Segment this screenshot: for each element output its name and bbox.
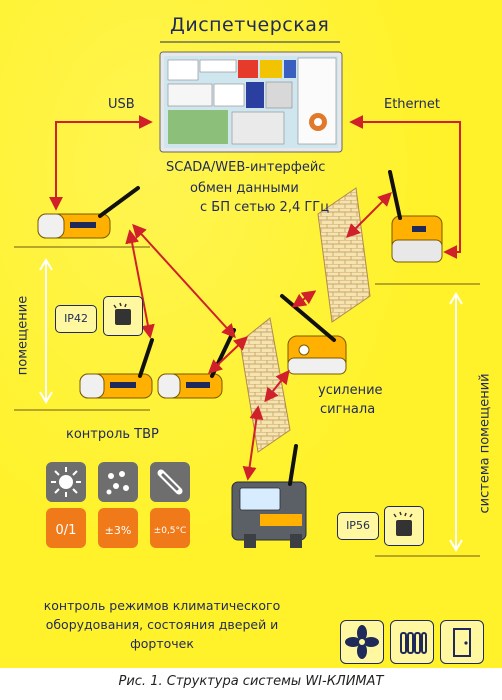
brick-wall-middle — [239, 317, 291, 453]
climate-control-description: контроль режимов климатического оборудов… — [43, 598, 281, 651]
tolerance-text-1: 0/1 — [56, 523, 77, 538]
door-icon — [440, 620, 484, 664]
usb-label: USB — [108, 97, 135, 112]
room-zone-label: помещение — [15, 295, 31, 376]
diagram-graphics — [14, 41, 480, 557]
humidity-tolerance-icon: ±3% — [98, 508, 138, 548]
data-exchange-label-line2: с БП сетью 2,4 ГГц — [200, 200, 330, 215]
enclosure-icon-ip56 — [384, 506, 424, 546]
computer-screen — [159, 51, 343, 153]
repeater-device — [280, 294, 347, 375]
page-title: Диспетчерская — [170, 14, 330, 36]
scada-interface-label: SCADA/WEB-интерфейс — [166, 160, 326, 175]
sensor-device-bottom-left-2 — [157, 328, 236, 399]
thermometer-icon — [150, 462, 190, 502]
link-arrows — [49, 115, 461, 481]
enclosure-icon-ip42 — [103, 296, 143, 336]
controller-device — [231, 444, 307, 548]
tolerance-text-3: ±0,5°C — [154, 526, 187, 536]
system-zone-label: система помещений — [477, 373, 493, 514]
ip42-badge: IP42 — [55, 305, 97, 333]
sensor-device-top-left — [37, 186, 140, 239]
ip56-badge: IP56 — [337, 512, 379, 540]
radiator-icon — [390, 620, 434, 664]
figure-caption: Рис. 1. Структура системы WI-КЛИМАТ — [118, 674, 384, 689]
signal-boost-label-line2: сигнала — [320, 402, 376, 417]
tolerance-text-2: ±3% — [105, 524, 132, 537]
data-exchange-label-line1: обмен данными — [190, 181, 299, 196]
sun-icon — [46, 462, 86, 502]
signal-boost-label-line1: усиление — [318, 383, 383, 398]
tvr-control-label: контроль ТВР — [66, 427, 159, 442]
gateway-device — [388, 170, 443, 263]
droplets-icon — [98, 462, 138, 502]
sensor-device-bottom-left-1 — [79, 338, 154, 399]
fan-icon — [340, 620, 384, 664]
zone-arrows — [39, 258, 463, 552]
diagram-panel: Диспетчерская USB Ethernet SCADA/WEB-инт… — [0, 0, 502, 668]
temperature-tolerance-icon: 0/1 — [46, 508, 86, 548]
thermostat-tolerance-icon: ±0,5°C — [150, 508, 190, 548]
ethernet-label: Ethernet — [384, 97, 440, 112]
